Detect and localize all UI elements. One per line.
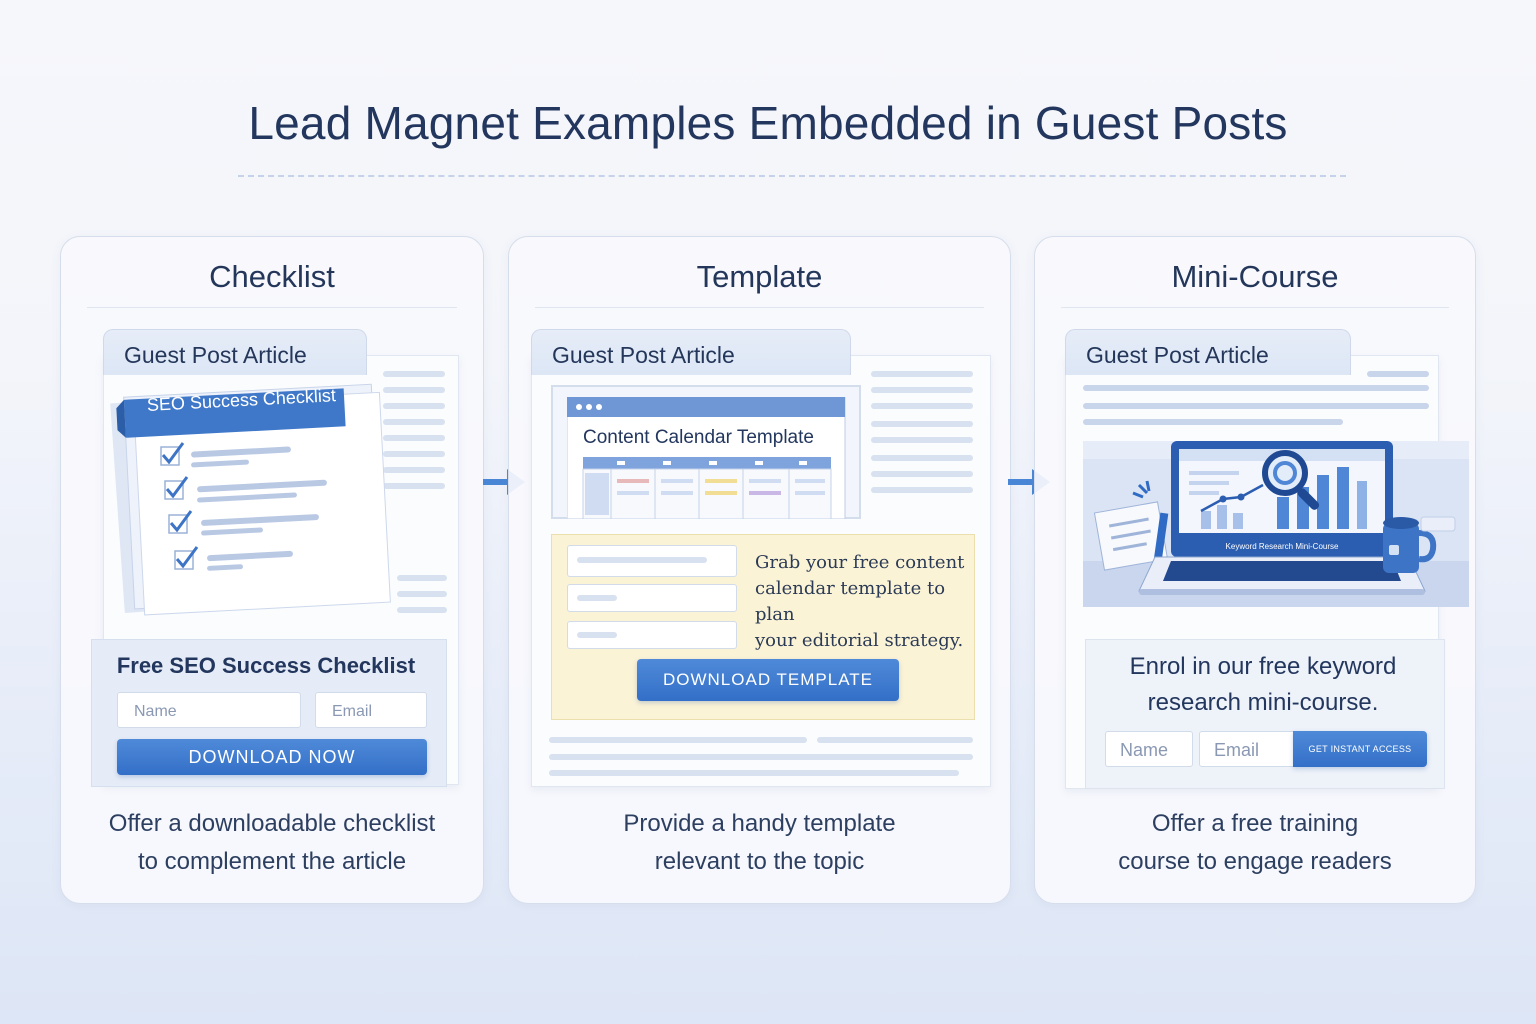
article-line xyxy=(1367,371,1429,377)
card-template: Template Guest Post Article Content Cale… xyxy=(508,236,1011,904)
card-title: Checklist xyxy=(209,259,335,294)
enrol-text: Enrol in our free keyword research mini-… xyxy=(1085,649,1441,721)
article-line xyxy=(383,387,445,393)
article-line xyxy=(871,371,973,377)
article-line xyxy=(871,403,973,409)
article-line xyxy=(871,437,973,443)
article-line xyxy=(1083,419,1343,425)
name-field[interactable]: Name xyxy=(1105,731,1193,767)
offer-line: your editorial strategy. xyxy=(755,630,964,651)
article-line xyxy=(871,471,973,477)
article-line xyxy=(871,455,973,461)
calendar-title: Content Calendar Template xyxy=(583,427,814,448)
enrol-line: Enrol in our free keyword xyxy=(1129,653,1397,680)
card-title: Template xyxy=(696,259,823,294)
field-line xyxy=(577,595,617,601)
article-line xyxy=(1083,403,1429,409)
article-line xyxy=(383,403,445,409)
article-line xyxy=(549,770,959,776)
article-line xyxy=(397,575,447,581)
caption-line: Offer a downloadable checklist xyxy=(108,810,436,837)
article-line xyxy=(383,371,445,377)
article-line xyxy=(871,387,973,393)
download-now-button[interactable]: DOWNLOAD NOW xyxy=(117,739,427,775)
article-tab: Guest Post Article xyxy=(1065,329,1351,375)
offer-text: Grab your free content calendar template… xyxy=(755,550,975,654)
card-divider xyxy=(87,307,457,308)
article-line xyxy=(397,607,447,613)
download-template-button[interactable]: DOWNLOAD TEMPLATE xyxy=(637,659,899,701)
field-line xyxy=(577,632,617,638)
article-line xyxy=(383,467,445,473)
article-line xyxy=(871,487,973,493)
name-field[interactable]: Name xyxy=(117,692,301,728)
card-divider xyxy=(1061,307,1449,308)
checklist-document-icon xyxy=(110,383,391,616)
template-field xyxy=(567,621,737,649)
article-line xyxy=(1083,385,1429,391)
calendar-template-icon xyxy=(567,397,846,519)
offer-line: Grab your free content xyxy=(755,552,965,573)
get-instant-access-button[interactable]: GET INSTANT ACCESS xyxy=(1293,731,1427,767)
offer-line: calendar template to plan xyxy=(755,578,946,625)
article-tab: Guest Post Article xyxy=(103,329,367,375)
form-heading: Free SEO Success Checklist xyxy=(116,653,416,678)
article-tab: Guest Post Article xyxy=(531,329,851,375)
caption-line: Provide a handy template xyxy=(623,810,896,837)
article-line xyxy=(871,421,973,427)
article-line xyxy=(383,435,445,441)
laptop-course-icon xyxy=(1083,441,1469,607)
caption-line: Offer a free training xyxy=(1151,810,1359,837)
caption-line: relevant to the topic xyxy=(654,848,865,875)
card-mini-course: Mini-Course Guest Post Article xyxy=(1034,236,1476,904)
card-title: Mini-Course xyxy=(1171,259,1339,294)
article-line xyxy=(549,754,973,760)
card-checklist: Checklist Guest Post Article xyxy=(60,236,484,904)
email-field[interactable]: Email xyxy=(1199,731,1299,767)
article-line xyxy=(383,451,445,457)
article-line xyxy=(549,737,807,743)
article-line xyxy=(817,737,973,743)
article-line xyxy=(383,419,445,425)
page-title: Lead Magnet Examples Embedded in Guest P… xyxy=(248,97,1288,149)
card-divider xyxy=(535,307,984,308)
title-divider xyxy=(238,175,1346,177)
enrol-line: research mini-course. xyxy=(1147,689,1379,716)
field-line xyxy=(577,557,707,563)
caption-line: to complement the article xyxy=(137,848,407,875)
article-line xyxy=(383,483,445,489)
laptop-screen-label: Keyword Research Mini-Course xyxy=(1225,542,1339,551)
article-line xyxy=(397,591,447,597)
caption-line: course to engage readers xyxy=(1118,848,1392,875)
email-field[interactable]: Email xyxy=(315,692,427,728)
